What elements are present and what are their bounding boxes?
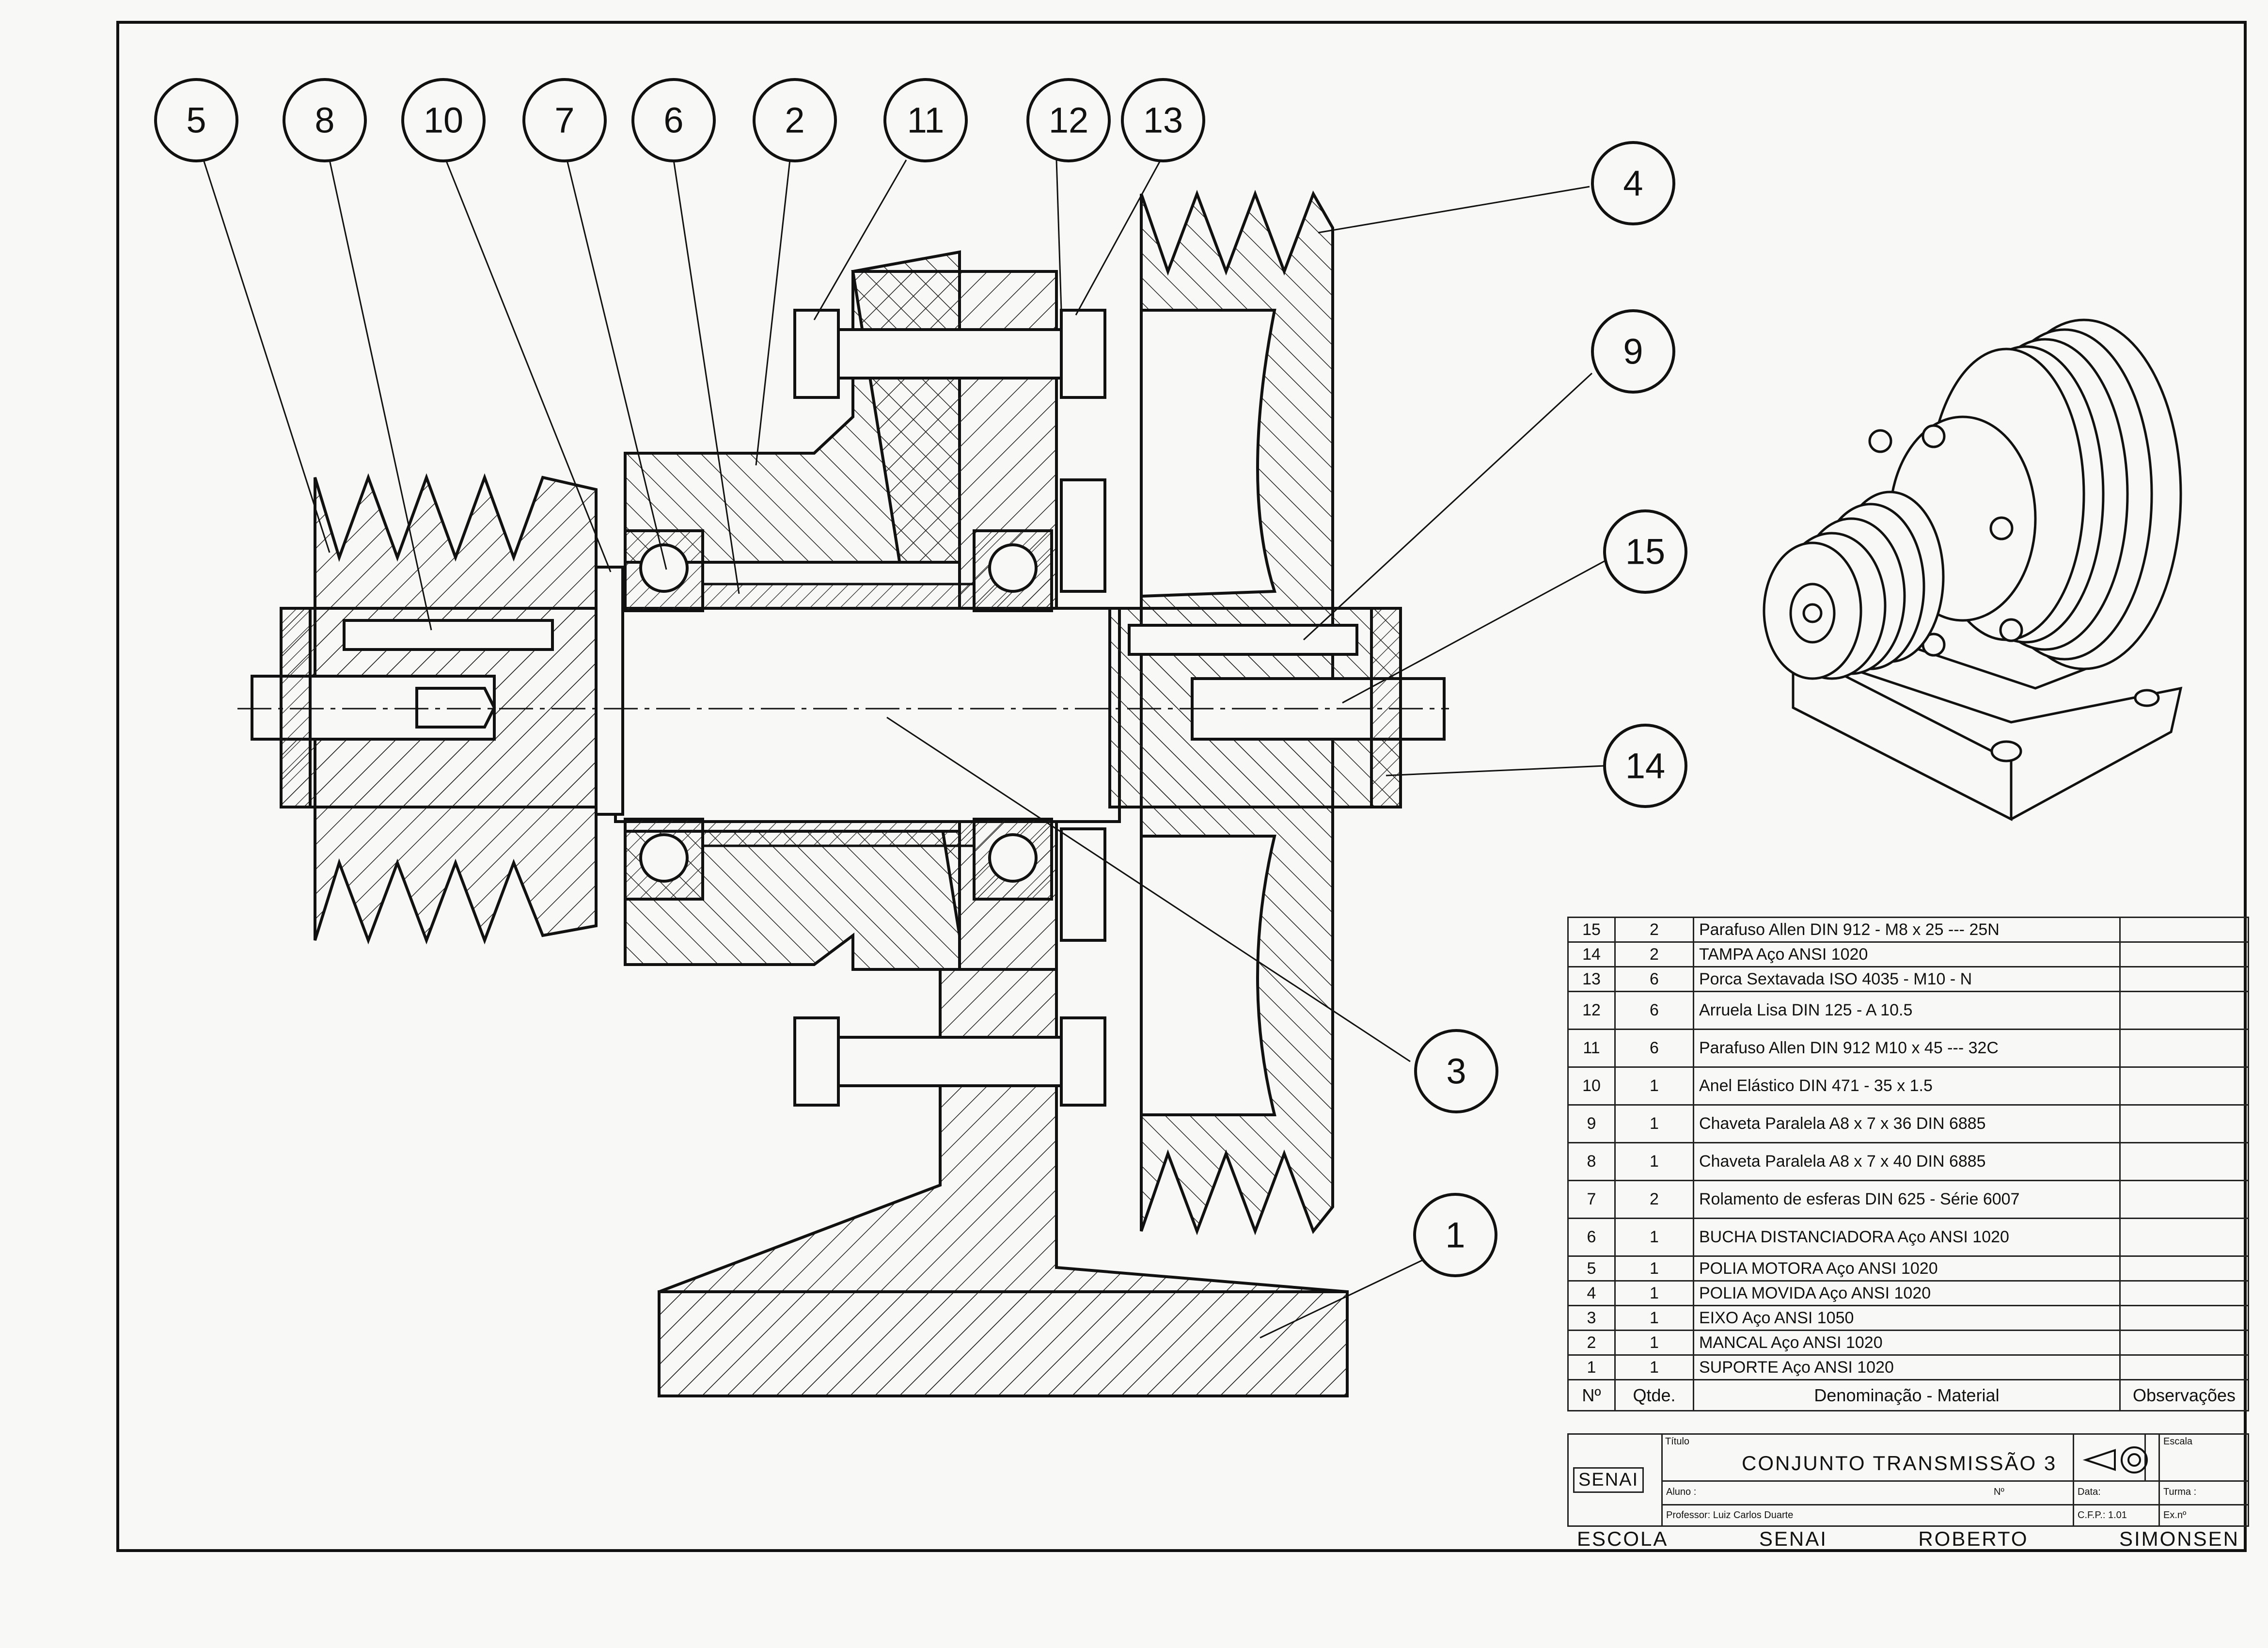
balloon-15: 15 bbox=[1603, 509, 1687, 594]
balloon-14: 14 bbox=[1603, 724, 1687, 808]
school-word: SIMONSEN bbox=[2119, 1527, 2239, 1550]
cfp-text: C.F.P.: 1.01 bbox=[2078, 1510, 2127, 1521]
part-bolts bbox=[793, 309, 1106, 1107]
sheet-border bbox=[116, 21, 2247, 1552]
svg-text:13: 13 bbox=[1143, 100, 1183, 141]
school-word: SENAI bbox=[1759, 1527, 1827, 1550]
balloon-1: 1 bbox=[1413, 1193, 1497, 1277]
balloon-8: 8 bbox=[283, 78, 367, 162]
balloon-7: 7 bbox=[522, 78, 607, 162]
svg-text:2: 2 bbox=[785, 100, 804, 141]
professor-text: Professor: Luiz Carlos Duarte bbox=[1666, 1510, 1794, 1521]
svg-text:12: 12 bbox=[1049, 100, 1088, 141]
balloon-3: 3 bbox=[1414, 1029, 1498, 1113]
balloon-5: 5 bbox=[154, 78, 238, 162]
titulo-label: Título bbox=[1665, 1436, 1690, 1447]
bom-header-qty: Qtde. bbox=[1614, 1379, 1694, 1411]
school-word: ESCOLA bbox=[1577, 1527, 1669, 1550]
svg-text:5: 5 bbox=[186, 100, 206, 141]
school-word: ROBERTO bbox=[1918, 1527, 2029, 1550]
balloons: 5 8 10 7 6 2 11 12 13 4 9 15 14 3 1 bbox=[154, 78, 1687, 1277]
svg-text:10: 10 bbox=[424, 100, 463, 141]
data-label: Data: bbox=[2078, 1487, 2101, 1497]
balloon-6: 6 bbox=[631, 78, 716, 162]
drawing-title: CONJUNTO TRANSMISSÃO 3 bbox=[1742, 1452, 2057, 1474]
part-bearings bbox=[624, 529, 1053, 901]
balloon-13: 13 bbox=[1121, 78, 1205, 162]
svg-text:8: 8 bbox=[315, 100, 334, 141]
balloon-2: 2 bbox=[753, 78, 837, 162]
aluno-label: Aluno : bbox=[1666, 1487, 1697, 1497]
escala-label: Escala bbox=[2163, 1436, 2193, 1447]
school-name: ESCOLA SENAI ROBERTO SIMONSEN bbox=[1567, 1527, 2249, 1551]
svg-text:15: 15 bbox=[1625, 532, 1665, 572]
balloon-4: 4 bbox=[1591, 141, 1675, 225]
balloon-10: 10 bbox=[401, 78, 486, 162]
part-driven-pulley bbox=[1108, 190, 1446, 1236]
isometric-view bbox=[1763, 318, 2183, 822]
part-support bbox=[658, 968, 1349, 1397]
leader-lines bbox=[203, 159, 1612, 1339]
senai-logo: SENAI bbox=[1573, 1467, 1644, 1493]
bom-header-no: Nº bbox=[1567, 1379, 1616, 1411]
bom-header-desc: Denominação - Material bbox=[1693, 1379, 2121, 1411]
title-block: SENAI Título CONJUNTO TRANSMISSÃO 3 Esca… bbox=[1567, 1433, 2249, 1549]
balloon-11: 11 bbox=[883, 78, 968, 162]
svg-text:9: 9 bbox=[1623, 332, 1643, 372]
svg-text:7: 7 bbox=[554, 100, 574, 141]
svg-text:6: 6 bbox=[663, 100, 683, 141]
balloon-9: 9 bbox=[1591, 309, 1675, 394]
bom-header-obs: Observações bbox=[2119, 1379, 2249, 1411]
svg-text:3: 3 bbox=[1446, 1051, 1466, 1092]
part-spacer bbox=[701, 583, 976, 847]
numero-label: Nº bbox=[1994, 1487, 2004, 1497]
svg-text:14: 14 bbox=[1625, 746, 1665, 786]
svg-text:1: 1 bbox=[1445, 1215, 1465, 1255]
turma-label: Turma : bbox=[2163, 1487, 2197, 1497]
part-caps bbox=[280, 607, 1402, 808]
projection-symbol bbox=[2082, 1446, 2148, 1474]
ex-label: Ex.nº bbox=[2163, 1510, 2187, 1521]
balloon-12: 12 bbox=[1026, 78, 1111, 162]
svg-text:11: 11 bbox=[907, 100, 945, 141]
svg-text:4: 4 bbox=[1623, 163, 1643, 204]
